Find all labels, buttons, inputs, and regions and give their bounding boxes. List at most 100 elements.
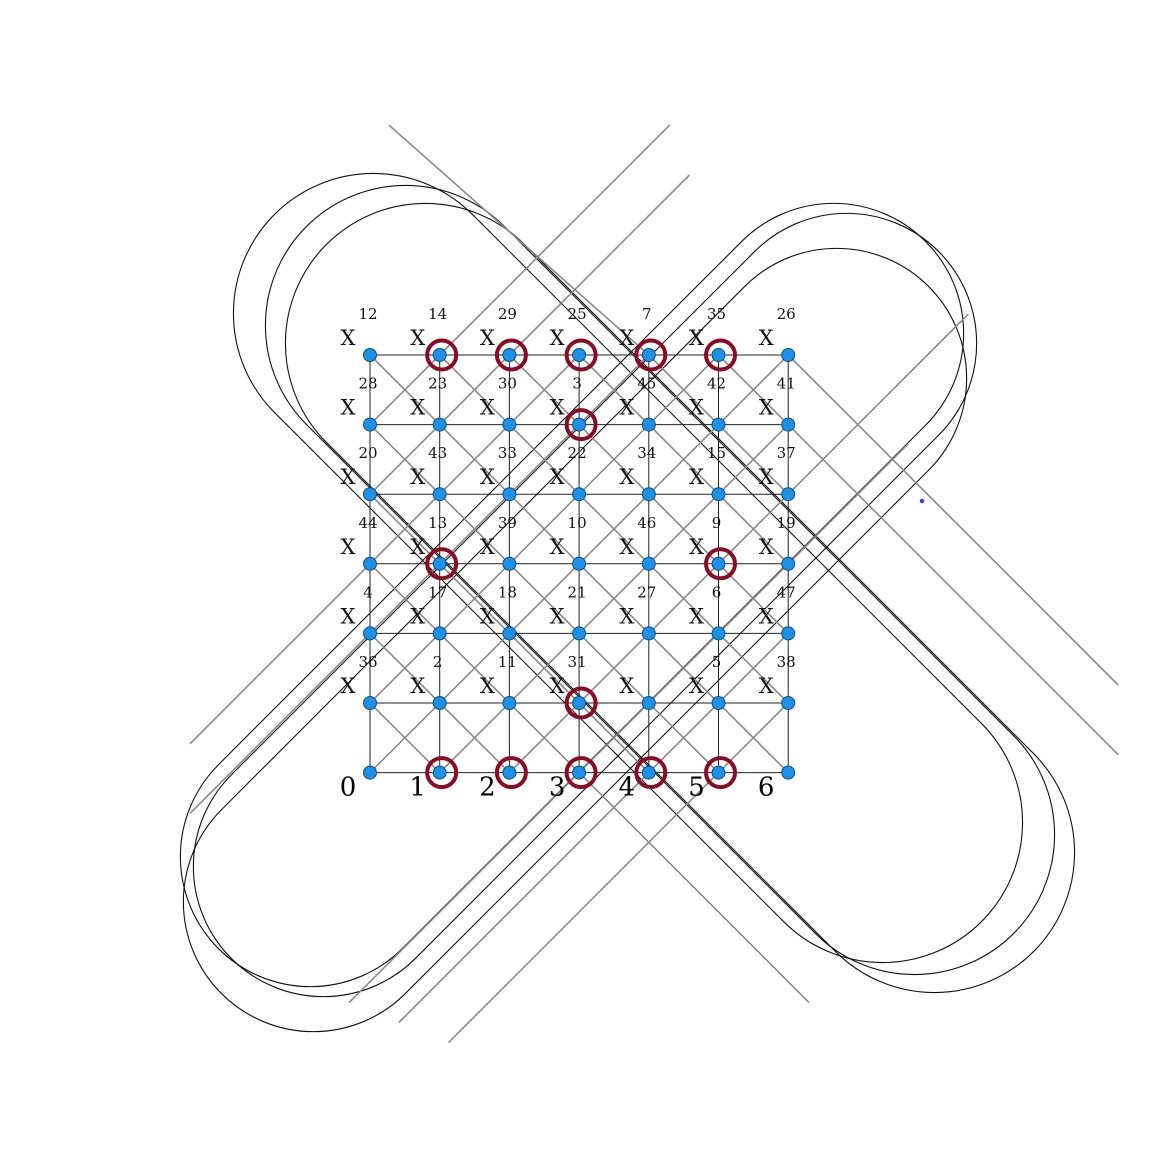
x-mark: X xyxy=(550,604,565,628)
diagonal-edge-12 xyxy=(369,354,441,426)
x-mark: X xyxy=(480,535,495,559)
x-mark: X xyxy=(480,674,495,698)
diagonal-edge-14 xyxy=(369,354,580,565)
stadium-loop-5 xyxy=(192,212,978,998)
highlight-ring xyxy=(425,756,459,790)
diagonal-edge-25 xyxy=(447,772,720,1044)
highlight-ring xyxy=(704,756,737,790)
highlight-ring xyxy=(564,756,598,790)
node-number-label: 45 xyxy=(637,375,656,393)
diagonal-edge-31 xyxy=(787,424,1119,756)
x-mark: X xyxy=(480,326,495,350)
lattice-node xyxy=(572,348,587,362)
highlight-ring xyxy=(494,756,528,790)
column-label: 4 xyxy=(619,773,636,803)
x-mark: X xyxy=(410,604,425,628)
lattice-node xyxy=(641,765,656,780)
lattice-node xyxy=(781,765,796,780)
lattice-node xyxy=(432,626,447,641)
stadium-loop-2 xyxy=(264,184,1056,976)
lattice-node xyxy=(502,626,517,641)
highlight-ring xyxy=(634,338,668,372)
highlight-ring xyxy=(704,547,737,581)
highlight-ring xyxy=(634,756,668,790)
lattice-node xyxy=(641,626,656,641)
lattice-node xyxy=(711,348,726,362)
x-mark: X xyxy=(410,396,425,420)
lattice-node xyxy=(502,696,517,710)
lattice-node xyxy=(711,696,726,710)
node-number-label: 7 xyxy=(642,305,652,323)
node-number-label: 12 xyxy=(358,305,377,323)
node-number-label: 20 xyxy=(358,444,377,462)
highlight-ring xyxy=(704,338,737,372)
x-mark: X xyxy=(341,674,356,698)
x-mark: X xyxy=(619,396,634,420)
node-number-label: 2 xyxy=(433,653,443,671)
column-label: 2 xyxy=(479,773,496,803)
lattice-node xyxy=(711,487,726,502)
x-mark: X xyxy=(759,535,774,559)
column-label: 1 xyxy=(409,773,426,803)
node-number-label: 4 xyxy=(363,583,373,601)
node-number-label: 26 xyxy=(777,305,796,323)
node-number-label: 34 xyxy=(637,444,656,462)
diagonal-edge-18 xyxy=(439,424,789,774)
lattice-node xyxy=(363,556,377,571)
node-number-label: 14 xyxy=(428,305,447,323)
x-mark: X xyxy=(759,674,774,698)
lattice-node xyxy=(781,556,796,571)
node-number-label: 39 xyxy=(498,514,517,532)
lattice-nodes xyxy=(363,348,796,780)
lattice-node xyxy=(432,696,447,710)
node-number-label: 44 xyxy=(358,514,377,532)
lattice-node xyxy=(363,487,377,502)
lattice-node xyxy=(572,626,587,641)
node-number-label: 28 xyxy=(358,375,377,393)
x-mark: X xyxy=(410,326,425,350)
lattice-node xyxy=(502,765,517,780)
node-number-label: 17 xyxy=(428,583,447,601)
x-mark: X xyxy=(689,535,704,559)
lattice-node xyxy=(641,487,656,502)
diagonal-edge-23 xyxy=(348,772,580,1004)
highlight-ring xyxy=(564,408,598,442)
lattice-node xyxy=(711,556,726,571)
lattice-node xyxy=(781,696,796,710)
stadium-loop-1 xyxy=(232,172,1024,964)
x-mark: X xyxy=(550,465,565,489)
lattice-node xyxy=(572,556,587,571)
node-number-label: 27 xyxy=(637,583,656,601)
column-label: 5 xyxy=(688,773,705,803)
highlight-rings xyxy=(425,338,737,790)
diagonal-edge-32 xyxy=(189,563,371,745)
highlight-ring xyxy=(564,338,598,372)
node-number-label: 18 xyxy=(498,583,517,601)
node-number-label: 35 xyxy=(707,305,726,323)
lattice-node xyxy=(432,765,447,780)
lattice-node xyxy=(641,696,656,710)
lattice-node xyxy=(432,487,447,502)
node-number-label: 38 xyxy=(777,653,796,671)
x-mark: X xyxy=(410,674,425,698)
stadium-loop-6 xyxy=(182,247,968,1033)
node-number-label: 42 xyxy=(707,375,726,393)
x-mark: X xyxy=(759,326,774,350)
node-number-label: 31 xyxy=(568,653,587,671)
x-mark: X xyxy=(619,674,634,698)
diagonal-edge-34 xyxy=(787,313,969,495)
node-number-label: 46 xyxy=(637,514,656,532)
x-mark: X xyxy=(689,604,704,628)
lattice-node xyxy=(711,765,726,780)
x-mark: X xyxy=(550,326,565,350)
x-mark: X xyxy=(619,604,634,628)
diagonal-edge-27 xyxy=(439,124,671,356)
lattice-node xyxy=(363,417,377,432)
x-mark: X xyxy=(689,465,704,489)
x-mark: X xyxy=(689,396,704,420)
diagonal-edge-26 xyxy=(578,772,810,1004)
node-number-label: 30 xyxy=(498,375,517,393)
x-mark: X xyxy=(619,326,634,350)
node-number-label: 6 xyxy=(712,583,722,601)
